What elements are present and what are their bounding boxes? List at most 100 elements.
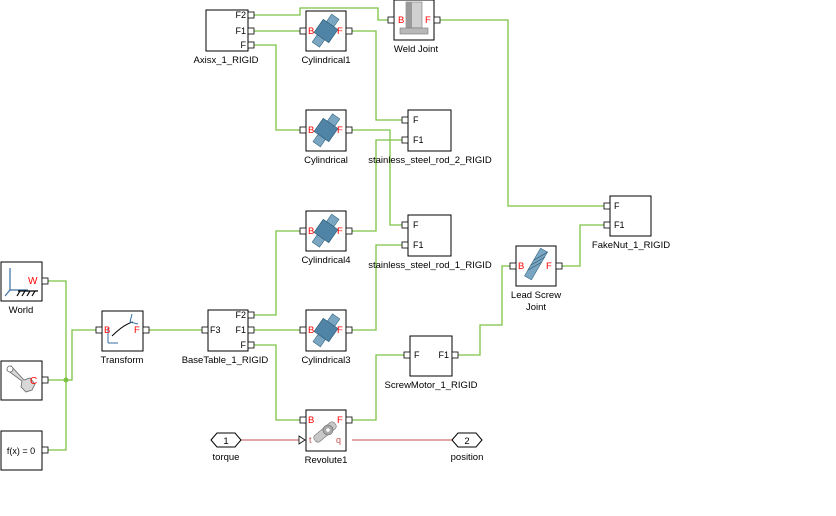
cylindrical3-port-f: F xyxy=(337,325,343,336)
cylindrical3-port-b: B xyxy=(308,325,314,336)
axisx-f1-connector[interactable] xyxy=(247,27,255,35)
wire-leadscrew-to-fakenut[interactable] xyxy=(562,224,604,267)
rod1-label: stainless_steel_rod_1_RIGID xyxy=(368,260,492,271)
cylindrical-b-connector[interactable] xyxy=(299,126,307,134)
rod1-port-f: F xyxy=(413,220,419,230)
rod2-f-connector[interactable] xyxy=(401,116,409,124)
screwmotor-f-connector[interactable] xyxy=(403,351,411,359)
world-port-w: W xyxy=(28,276,38,287)
basetable-f3-connector[interactable] xyxy=(201,326,209,334)
wire-cyl3-to-rod1[interactable] xyxy=(352,244,402,331)
axisx-port-f: F xyxy=(241,40,247,50)
fx-label: f(x) = 0 xyxy=(7,446,35,456)
solver-config-block[interactable]: C xyxy=(0,360,49,401)
revolute1-block[interactable]: B F t q Revolute1 xyxy=(298,409,353,466)
transform-block[interactable]: B F Transform xyxy=(95,310,150,366)
screwmotor-block[interactable]: F F1 ScrewMotor_1_RIGID xyxy=(385,335,478,391)
revolute-port-b: B xyxy=(308,415,314,426)
outport-position[interactable]: 2 position xyxy=(451,432,484,463)
inport-torque[interactable]: 1 torque xyxy=(210,432,242,463)
world-frame-block[interactable]: W World xyxy=(0,261,49,316)
leadscrew-icon xyxy=(524,247,549,281)
cylindrical4-block[interactable]: B F Cylindrical4 xyxy=(299,210,353,266)
cylindrical1-port-b: B xyxy=(308,26,314,37)
wire-world-to-junction[interactable] xyxy=(48,280,67,380)
solver-port-connector[interactable] xyxy=(41,376,49,384)
cylindrical1-label: Cylindrical1 xyxy=(301,55,350,66)
cylindrical-block[interactable]: B F Cylindrical xyxy=(299,109,353,166)
weld-joint-icon xyxy=(399,1,429,35)
axisx-port-f2: F2 xyxy=(235,10,246,20)
wire-fx-to-junction[interactable] xyxy=(48,380,67,451)
axisx-label: Axisx_1_RIGID xyxy=(194,55,259,66)
rod2-f1-connector[interactable] xyxy=(401,136,409,144)
wire-axisx-f-to-cyl[interactable] xyxy=(254,44,300,131)
axisx-f-connector[interactable] xyxy=(247,41,255,49)
basetable-port-f1: F1 xyxy=(235,325,246,335)
basetable-block[interactable]: F3 F2 F1 F BaseTable_1_RIGID xyxy=(182,309,269,366)
revolute-f-connector[interactable] xyxy=(345,416,353,424)
basetable-f-connector[interactable] xyxy=(247,341,255,349)
wire-cyl-to-rod1[interactable] xyxy=(352,129,402,226)
cylindrical1-port-f: F xyxy=(337,26,343,37)
transform-port-b-connector[interactable] xyxy=(95,326,103,334)
weld-port-f: F xyxy=(425,15,431,26)
basetable-port-f3: F3 xyxy=(210,325,221,335)
cylindrical1-b-connector[interactable] xyxy=(299,27,307,35)
basetable-label: BaseTable_1_RIGID xyxy=(182,355,269,366)
wire-weld-to-fakenut[interactable] xyxy=(440,19,604,207)
screwmotor-f1-connector[interactable] xyxy=(451,351,459,359)
fakenut-f-connector[interactable] xyxy=(603,202,611,210)
cylindrical1-block[interactable]: B F Cylindrical1 xyxy=(299,10,353,66)
revolute-port-q: q xyxy=(336,435,341,445)
wire-revolute-to-screwmotor[interactable] xyxy=(352,354,408,421)
weld-f-connector[interactable] xyxy=(433,16,441,24)
wire-basetable-f2-to-cyl4[interactable] xyxy=(254,230,300,316)
cylindrical4-b-connector[interactable] xyxy=(299,227,307,235)
fx-equals-zero-block[interactable]: f(x) = 0 xyxy=(0,430,49,471)
wire-screwmotor-to-leadscrew[interactable] xyxy=(456,265,510,356)
rod1-block[interactable]: F F1 stainless_steel_rod_1_RIGID xyxy=(368,214,492,271)
wire-cyl4-to-rod2[interactable] xyxy=(352,139,402,232)
weld-joint-block[interactable]: B F Weld Joint xyxy=(387,0,441,55)
transform-port-b: B xyxy=(104,325,110,336)
fx-port-connector[interactable] xyxy=(41,446,49,454)
cylindrical1-f-connector[interactable] xyxy=(345,27,353,35)
rod1-port-f1: F1 xyxy=(413,240,424,250)
cylindrical3-f-connector[interactable] xyxy=(345,326,353,334)
cylindrical4-f-connector[interactable] xyxy=(345,227,353,235)
cylindrical-f-connector[interactable] xyxy=(345,126,353,134)
axisx-block[interactable]: F2 F1 F Axisx_1_RIGID xyxy=(194,9,259,66)
basetable-port-f: F xyxy=(241,340,247,350)
revolute-b-connector[interactable] xyxy=(299,416,307,424)
revolute-port-t: t xyxy=(309,435,312,445)
axisx-f2-connector[interactable] xyxy=(247,11,255,19)
wire-axisx-f2-to-weld[interactable] xyxy=(254,7,388,21)
cylindrical3-b-connector[interactable] xyxy=(299,326,307,334)
basetable-f2-connector[interactable] xyxy=(247,311,255,319)
wire-junction-to-transform[interactable] xyxy=(66,329,96,381)
revolute-t-input-arrow[interactable] xyxy=(298,435,306,445)
cylindrical-port-f: F xyxy=(337,125,343,136)
rod2-block[interactable]: F F1 stainless_steel_rod_2_RIGID xyxy=(368,109,492,166)
transform-port-f-connector[interactable] xyxy=(142,326,150,334)
cylindrical3-block[interactable]: B F Cylindrical3 xyxy=(299,309,353,366)
fakenut-block[interactable]: F F1 FakeNut_1_RIGID xyxy=(592,195,670,251)
fakenut-port-f1: F1 xyxy=(614,220,625,230)
weld-b-connector[interactable] xyxy=(387,16,395,24)
leadscrew-label-line2: Joint xyxy=(526,302,546,313)
wire-basetable-f-to-revolute[interactable] xyxy=(254,344,300,421)
physical-connections xyxy=(48,7,604,451)
basetable-f1-connector[interactable] xyxy=(247,326,255,334)
rod1-f1-connector[interactable] xyxy=(401,241,409,249)
rod2-port-f1: F1 xyxy=(413,135,424,145)
leadscrew-f-connector[interactable] xyxy=(555,262,563,270)
leadscrew-joint-block[interactable]: B F Lead Screw Joint xyxy=(509,245,563,313)
leadscrew-b-connector[interactable] xyxy=(509,262,517,270)
rod1-f-connector[interactable] xyxy=(401,221,409,229)
wire-cyl1-to-rod2[interactable] xyxy=(352,30,402,121)
outport-number: 2 xyxy=(464,436,469,447)
world-port-connector[interactable] xyxy=(41,277,49,285)
fakenut-f1-connector[interactable] xyxy=(603,221,611,229)
